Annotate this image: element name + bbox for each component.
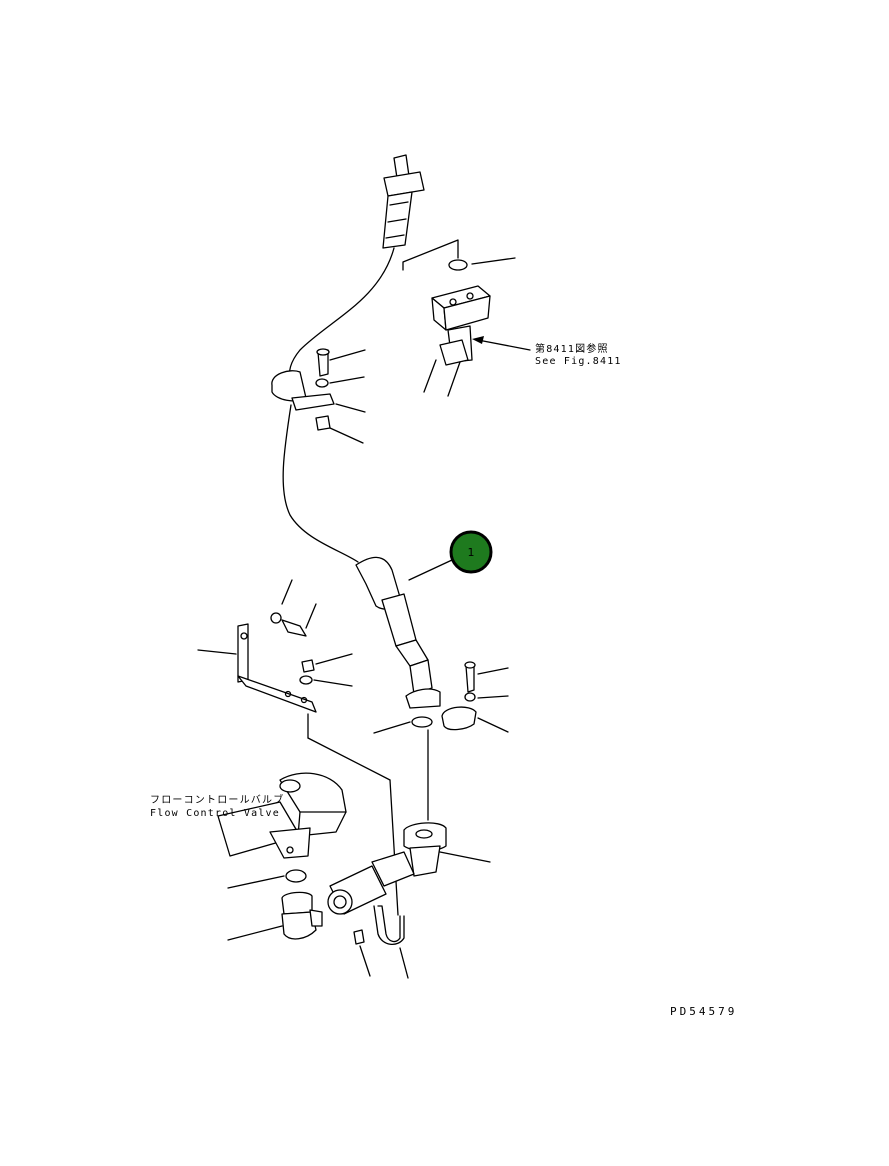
elbow-flange (403, 822, 491, 877)
callout-number: 1 (468, 546, 475, 559)
lower-o-ring (285, 869, 307, 883)
top-hose-end (382, 154, 425, 249)
bracket-group (197, 579, 353, 713)
reference-label-jp: 第8411図参照 (535, 342, 609, 355)
callout-part-1[interactable]: 1 (449, 530, 493, 574)
reference-arrow-line (477, 339, 531, 351)
reference-arrow-head (472, 336, 484, 344)
hose-line-middle (282, 404, 359, 563)
main-hose-part-1 (355, 556, 441, 709)
center-o-ring (411, 716, 433, 728)
upper-clamp-group (271, 348, 366, 444)
connection-line-diagonal (307, 737, 391, 781)
right-clamp-group (441, 661, 509, 733)
valve-label-en: Flow Control Valve (150, 808, 280, 819)
hose-coupling (327, 851, 415, 915)
reference-label-en: See Fig.8411 (535, 356, 622, 367)
small-fittings (353, 905, 409, 979)
drawing-code: PD54579 (670, 1005, 737, 1018)
valve-label-jp: フローコントロールバルブ (150, 793, 284, 806)
lower-elbow-fitting (227, 891, 323, 941)
upper-o-ring (448, 259, 468, 271)
flow-control-valve (217, 772, 347, 859)
reference-block (423, 285, 491, 397)
hose-line-upper (288, 247, 395, 383)
callout-leader (408, 559, 453, 581)
break-line (402, 239, 459, 271)
callout-circle (449, 530, 493, 574)
